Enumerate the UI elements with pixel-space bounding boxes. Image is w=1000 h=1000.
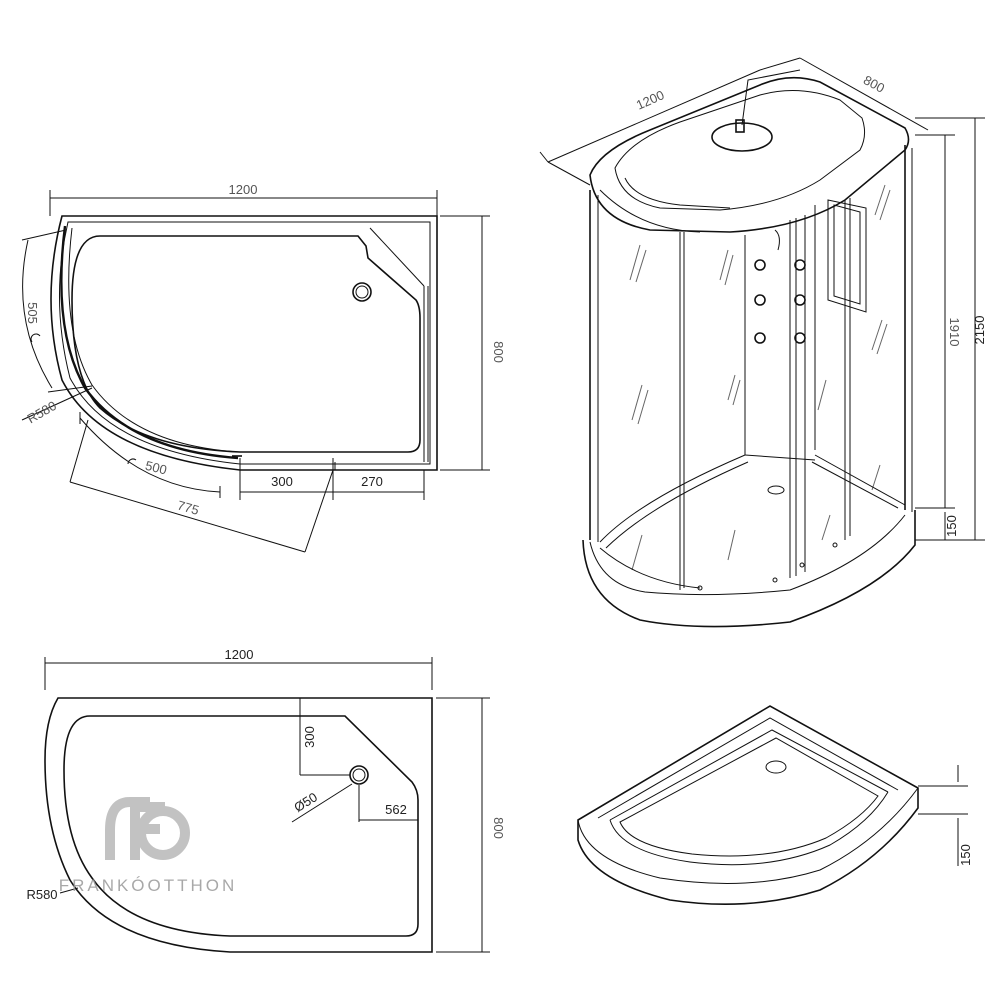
iso-inner-height-label: 1910 (947, 318, 962, 347)
plan-radius-label: R580 (25, 398, 59, 427)
cabin-isometric-view: 1200 800 (539, 57, 987, 628)
diag-775-label: 775 (176, 497, 201, 517)
watermark: FRANKÓOTTHON (59, 797, 238, 895)
drain-diameter-label: Ø50 (291, 789, 320, 815)
tray-width-label: 1200 (225, 647, 254, 662)
tray-depth-label: 800 (491, 817, 506, 839)
tray-plan-view: 1200 300 Ø50 562 800 R580 (26, 647, 506, 953)
tray-isometric-view: 150 (577, 705, 973, 906)
door-300-label: 300 (271, 474, 293, 489)
door-270-label: 270 (361, 474, 383, 489)
drain-offset-x-label: 562 (385, 802, 407, 817)
glass-reflections (629, 184, 891, 571)
drain-offset-y-label: 300 (302, 726, 317, 748)
watermark-logo-f (130, 802, 165, 860)
iso-depth-label: 800 (861, 72, 887, 95)
plan-depth-label: 800 (491, 341, 506, 363)
cabin-plan-view: 1200 800 505 R580 (21, 182, 506, 553)
plan-arc-label: 505 (25, 302, 40, 324)
iso-tray-height-label: 150 (944, 515, 959, 537)
iso-tray-height-bottom-label: 150 (958, 844, 973, 866)
tray-radius-label: R580 (26, 887, 57, 902)
iso-total-height-label: 2150 (972, 316, 987, 345)
plan-width-label: 1200 (229, 182, 258, 197)
watermark-logo-o (136, 806, 190, 860)
body-jets (754, 259, 806, 344)
watermark-name: FRANKÓOTTHON (59, 876, 238, 895)
iso-width-label: 1200 (634, 87, 667, 112)
plan-arc-500-label: 500 (144, 458, 169, 478)
